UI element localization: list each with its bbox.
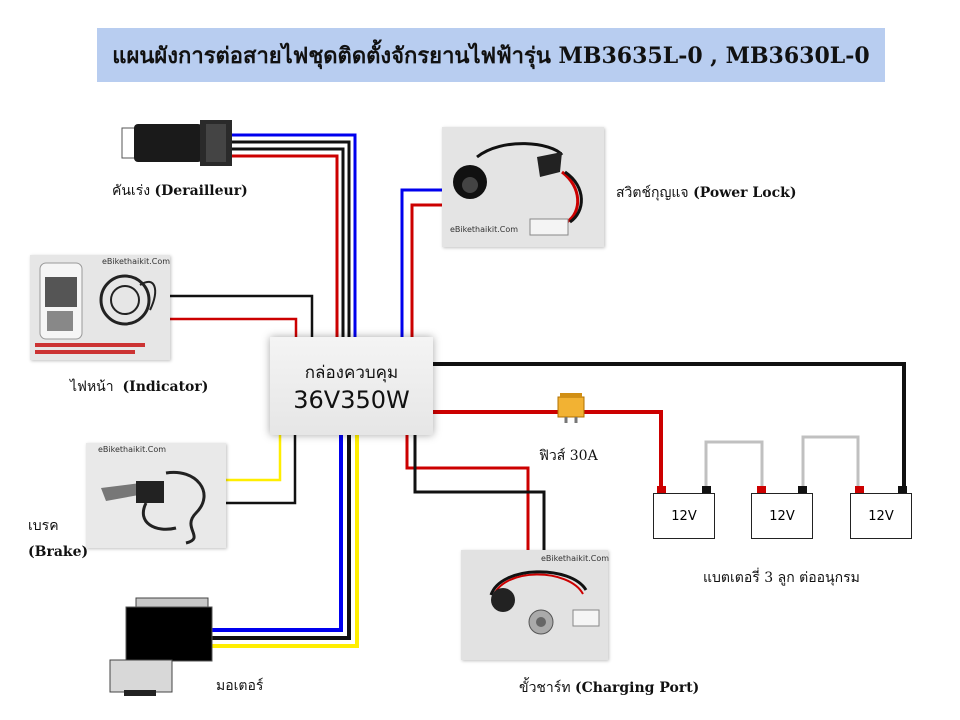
battery-cell-1: 12V: [653, 486, 715, 539]
battery-cell-2: 12V: [751, 486, 813, 539]
throttle-label: คันเร่ง (Derailleur): [112, 180, 248, 202]
battery-1-voltage: 12V: [671, 508, 697, 524]
charging-port-label-en: (Charging Port): [575, 680, 700, 696]
indicator-icon: [35, 262, 157, 354]
battery-caption: แบตเตอรี่ 3 ลูก ต่ออนุกรม: [703, 570, 860, 586]
brake-watermark: eBikethaikit.Com: [98, 445, 167, 454]
charging-port-label: ขั้วชาร์ท (Charging Port): [519, 677, 699, 699]
power-lock-label-en: (Power Lock): [693, 185, 797, 201]
brake-label: เบรค (Brake): [28, 513, 88, 565]
charging-port-wires: [405, 433, 546, 550]
throttle-wires: [232, 133, 357, 340]
charging-port-photo: eBikethaikit.Com: [461, 550, 610, 660]
battery-3-negative-terminal: [898, 486, 907, 493]
indicator-label-th: ไฟหน้า: [70, 379, 114, 395]
battery-3-voltage: 12V: [868, 508, 894, 524]
throttle-grip-icon: [121, 120, 232, 166]
controller-box: กล่องควบคุม 36V350W: [270, 337, 433, 435]
power-lock-photo: eBikethaikit.Com: [442, 127, 604, 247]
brake-label-en: (Brake): [28, 544, 89, 560]
throttle-label-en: (Derailleur): [154, 183, 248, 199]
indicator-watermark: eBikethaikit.Com: [102, 257, 171, 266]
battery-series-links: [704, 435, 860, 492]
charging-port-icon: [489, 570, 600, 635]
brake-lever-icon: [101, 470, 206, 545]
indicator-label: ไฟหน้า (Indicator): [70, 376, 208, 398]
battery-1-negative-terminal: [702, 486, 711, 493]
power-lock-wires: [400, 188, 445, 340]
fuse-icon: [557, 393, 585, 423]
power-lock-watermark: eBikethaikit.Com: [450, 225, 519, 234]
power-lock-label: สวิตช์กุญแจ (Power Lock): [616, 182, 796, 204]
brake-photo: eBikethaikit.Com: [86, 443, 226, 548]
controller-name: กล่องควบคุม: [304, 362, 399, 383]
motor-icon: [109, 597, 213, 696]
battery-3-positive-terminal: [855, 486, 864, 493]
motor-label: มอเตอร์: [216, 678, 264, 694]
indicator-wires: [170, 294, 314, 340]
indicator-label-en: (Indicator): [122, 379, 209, 395]
battery-cell-3: 12V: [850, 486, 912, 539]
brake-label-th: เบรค: [28, 518, 59, 534]
throttle-label-th: คันเร่ง: [112, 183, 151, 199]
charging-port-label-th: ขั้วชาร์ท: [519, 680, 571, 696]
charging-port-watermark: eBikethaikit.Com: [541, 554, 610, 563]
battery-2-negative-terminal: [798, 486, 807, 493]
battery-2-positive-terminal: [757, 486, 766, 493]
battery-1-positive-terminal: [657, 486, 666, 493]
fuse-label: ฟิวส์ 30A: [539, 448, 598, 464]
controller-spec: 36V350W: [293, 385, 410, 414]
power-lock-label-th: สวิตช์กุญแจ: [616, 185, 689, 201]
power-lock-icon: [453, 142, 583, 236]
motor-wires: [212, 433, 359, 648]
brake-wires: [226, 433, 297, 505]
indicator-photo: eBikethaikit.Com: [30, 255, 170, 360]
battery-main-wires: [433, 362, 906, 492]
battery-2-voltage: 12V: [769, 508, 795, 524]
diagram-title: แผนผังการต่อสายไฟชุดติดตั้งจักรยานไฟฟ้าร…: [97, 28, 885, 82]
